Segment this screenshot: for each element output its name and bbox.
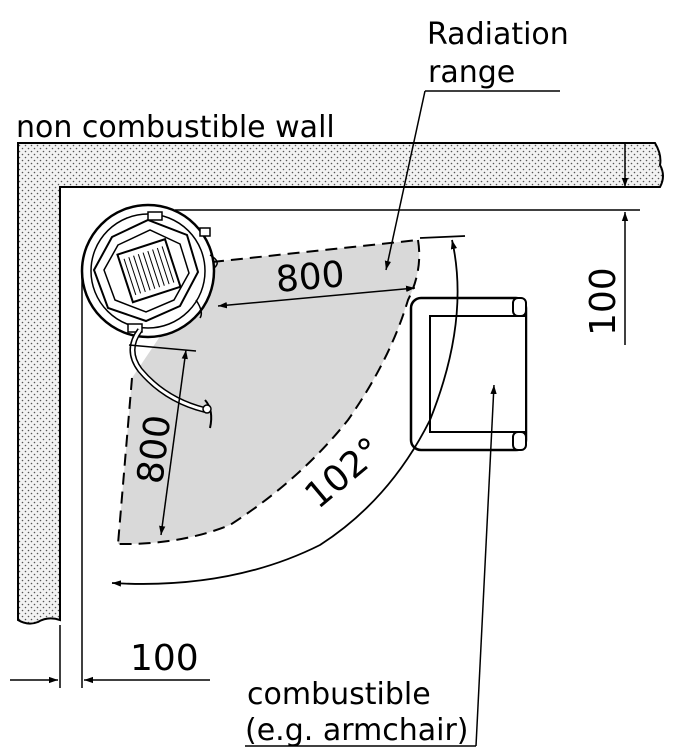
dimension-800-right-value: 800 [274, 254, 346, 301]
dimension-100-side-value: 100 [130, 638, 199, 679]
wall-label: non combustible wall [16, 110, 335, 145]
radiation-range-leader [384, 90, 560, 271]
non-combustible-wall [17, 142, 664, 625]
radiation-range-label-line1: Radiation [427, 17, 569, 52]
dimension-100-top-value: 100 [583, 267, 624, 336]
combustible-label-line2: (e.g. armchair) [245, 713, 469, 748]
combustible-leader [245, 384, 497, 747]
dimension-100-side [10, 275, 210, 688]
dimension-100-top [175, 143, 640, 345]
dimension-800-down-value: 800 [130, 413, 179, 486]
combustible-label-line1: combustible [247, 677, 431, 712]
radiation-range-label-line2: range [428, 55, 515, 90]
angle-102-arc [111, 235, 466, 587]
armchair-top-view [409, 296, 528, 452]
